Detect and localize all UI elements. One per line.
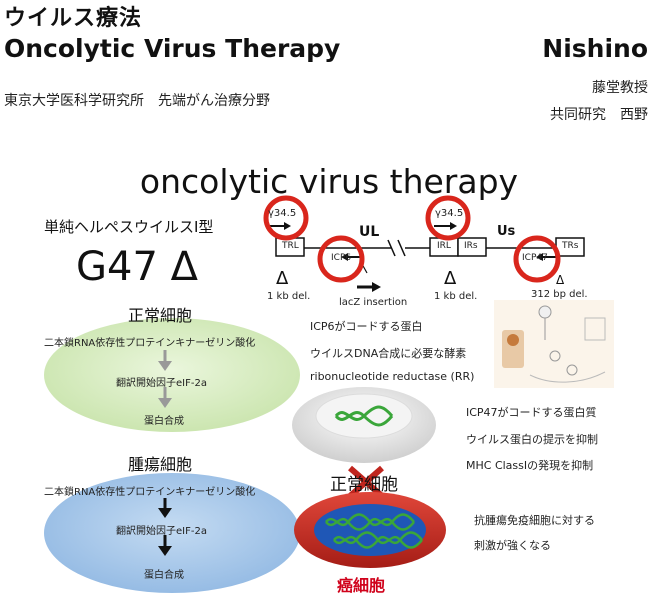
- title-japanese: ウイルス療法: [4, 6, 143, 31]
- virus-name: G47 Δ: [76, 244, 198, 290]
- tumor-step-1: 二本鎖RNA依存性プロテインキナーゼリン酸化: [44, 487, 256, 498]
- gene-label-1: γ34.5: [268, 208, 297, 219]
- trl-label: TRL: [282, 241, 299, 251]
- collaboration-label: 共同研究 西野: [550, 107, 648, 123]
- tumor-cell-label: 腫瘍細胞: [128, 455, 193, 474]
- cancer-cell-caption: 癌細胞: [337, 576, 386, 595]
- red-circle-icp6: [317, 235, 365, 283]
- gene-label-2: γ34.5: [435, 208, 464, 219]
- cancer-cell-figure: [294, 492, 446, 568]
- virus-type: 単純ヘルペスウイルスI型: [44, 218, 214, 236]
- delta-3: Δ: [556, 273, 565, 287]
- tumor-step-3: 蛋白合成: [144, 570, 184, 581]
- icp47-info-1: ICP47がコードする蛋白質: [466, 406, 597, 419]
- irs-label: IRs: [464, 241, 478, 251]
- normal-step-3: 蛋白合成: [144, 416, 184, 427]
- mechanism-illustration: [494, 300, 614, 388]
- delta-1: Δ: [276, 268, 289, 289]
- del-label-2: 1 kb del.: [434, 291, 478, 302]
- us-label: Us: [497, 224, 516, 239]
- icp47-info-2: ウイルス蛋白の提示を抑制: [466, 433, 598, 446]
- del-label-3: 312 bp del.: [531, 289, 588, 300]
- red-circle-gene1: [263, 195, 309, 241]
- icp6-label: ICP6: [331, 253, 352, 263]
- red-circle-icp47: [513, 235, 561, 283]
- immune-info-1: 抗腫瘍免疫細胞に対する: [474, 514, 595, 527]
- irs-box: [457, 237, 487, 257]
- trs-label: TRs: [562, 241, 579, 251]
- icp6-info-2: ウイルスDNA合成に必要な酵素: [310, 347, 467, 360]
- delta-2: Δ: [444, 268, 457, 289]
- author-name: Nishino: [542, 34, 648, 63]
- ul-label: UL: [359, 224, 380, 240]
- normal-cell-caption: 正常細胞: [330, 475, 398, 495]
- normal-step-1: 二本鎖RNA依存性プロテインキナーゼリン酸化: [44, 338, 256, 349]
- title-english: Oncolytic Virus Therapy: [4, 34, 341, 63]
- main-title: oncolytic virus therapy: [139, 162, 519, 201]
- icp6-info-1: ICP6がコードする蛋白: [310, 320, 423, 333]
- del-label-1: 1 kb del.: [267, 291, 311, 302]
- red-x-mark: [348, 465, 384, 499]
- normal-cell-label: 正常細胞: [128, 306, 193, 325]
- tumor-cell-shape: [44, 473, 300, 593]
- normal-cell-shape: [44, 318, 300, 432]
- genome-map: [263, 195, 585, 292]
- normal-cell-figure: [292, 387, 436, 463]
- irl-label: IRL: [437, 241, 451, 251]
- immune-info-2: 刺激が強くなる: [474, 539, 551, 552]
- icp47-label: ICP47: [522, 253, 548, 263]
- icp47-info-3: MHC ClassIの発現を抑制: [466, 459, 594, 472]
- lacz-label: lacZ insertion: [339, 297, 408, 308]
- professor-label: 藤堂教授: [592, 80, 648, 96]
- tumor-step-2: 翻訳開始因子eIF-2a: [116, 526, 207, 537]
- red-circle-gene2: [425, 195, 471, 241]
- icp6-info-3: ribonucleotide reductase (RR): [310, 370, 475, 383]
- institute-name: 東京大学医科学研究所 先端がん治療分野: [4, 93, 270, 109]
- normal-step-2: 翻訳開始因子eIF-2a: [116, 378, 207, 389]
